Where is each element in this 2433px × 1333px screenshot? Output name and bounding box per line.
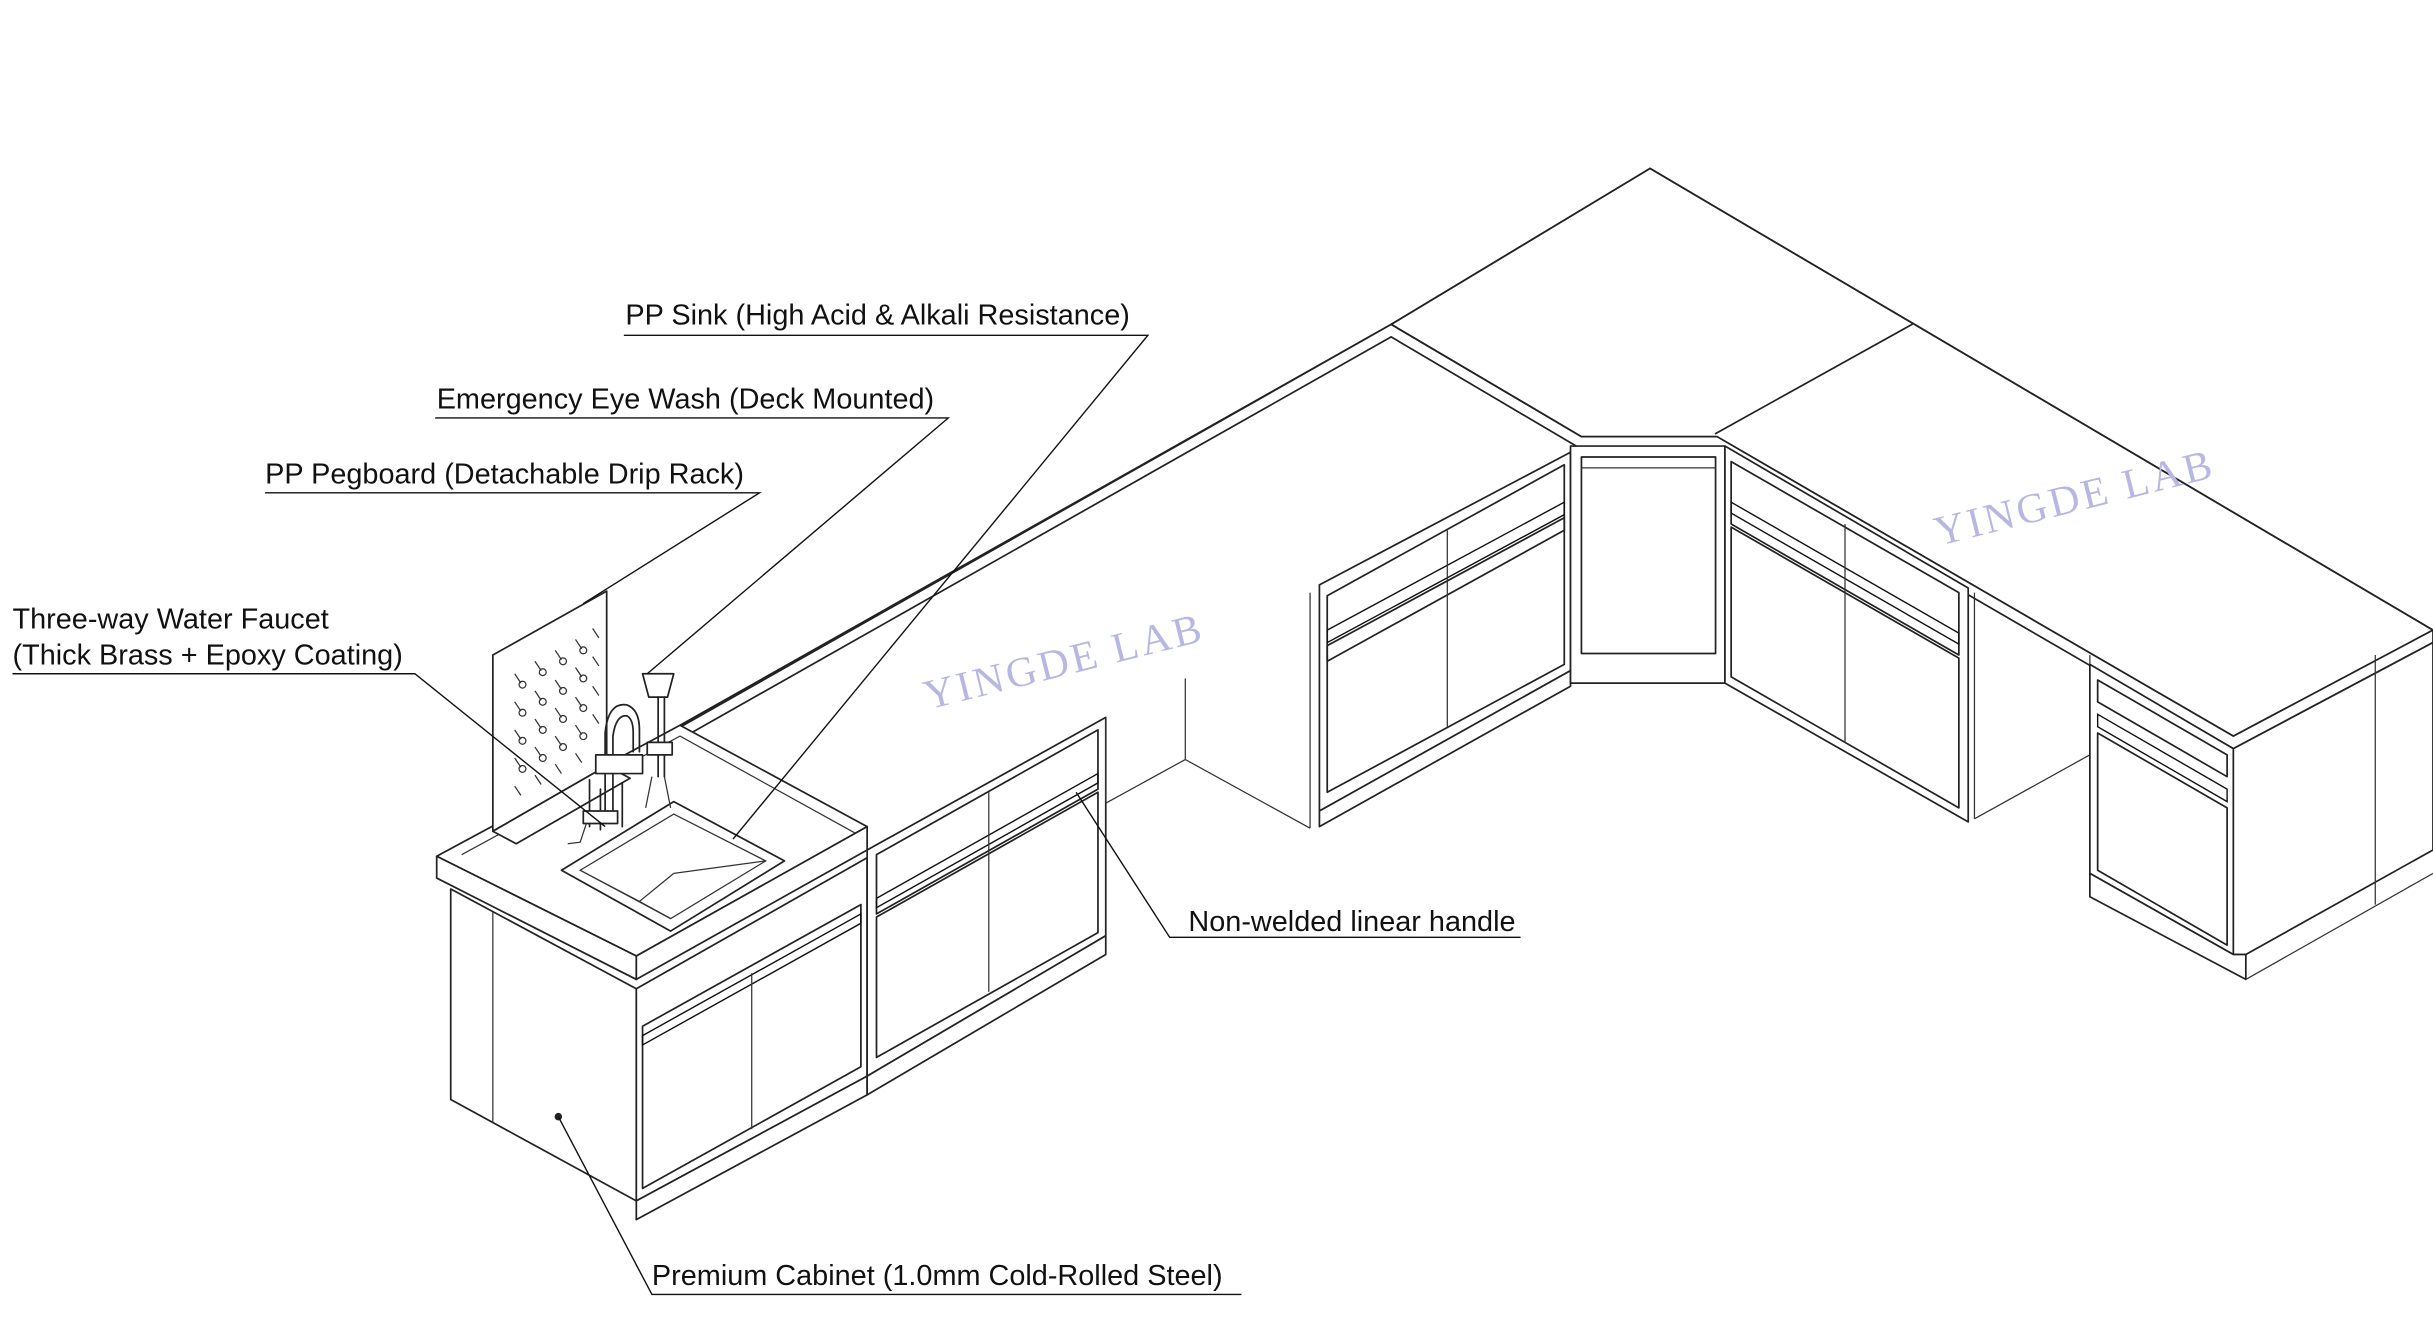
cabinet-five-door <box>2096 732 2228 946</box>
cabinet-five <box>2089 641 2433 981</box>
pegboard-base <box>491 764 631 845</box>
cabinet-five-plinth <box>2089 872 2247 981</box>
faucet-valve-body <box>594 753 644 775</box>
knee-space-right-floor <box>1974 754 2091 820</box>
corner-cabinet-front <box>1569 445 1726 684</box>
cabinet-five-linear-handle <box>2096 713 2228 803</box>
knee-space <box>1105 592 1311 829</box>
three-way-faucet <box>567 703 644 845</box>
eye-wash-leader-line <box>435 417 951 675</box>
pegboard-leader-line <box>265 492 762 605</box>
cabinet-three-linear-handle <box>1326 501 1565 644</box>
cabinet-two-drawer-band <box>875 729 1099 915</box>
cabinet-two-plinth <box>866 934 1107 1096</box>
faucet-leader-line <box>12 673 606 828</box>
sink-label: PP Sink (High Acid & Alkali Resistance) <box>625 299 1129 331</box>
faucet-gooseneck-inner <box>612 714 635 812</box>
pp-sink-basin <box>560 800 786 932</box>
corner-cabinet <box>1569 445 1726 684</box>
cabinet-four-linear-handle <box>1730 500 1960 646</box>
corner-cabinet-door <box>1580 456 1717 655</box>
cabinet-five-plinth-side <box>2245 872 2433 980</box>
pegboard-label: PP Pegboard (Detachable Drip Rack) <box>265 458 744 490</box>
knee-space-floor <box>1105 758 1186 804</box>
knee-space-floor-2 <box>1184 758 1311 829</box>
sink-cabinet <box>449 856 868 1221</box>
eye-wash-station <box>641 672 675 808</box>
sink-worktop <box>435 724 868 981</box>
cabinet-four <box>1724 445 2091 823</box>
cabinet-leader-line <box>557 1116 1242 1296</box>
faucet-label-line2: (Thick Brass + Epoxy Coating) <box>12 639 402 671</box>
countertop-seam-left <box>1390 323 1583 438</box>
eye-wash-valve <box>646 741 674 756</box>
sink-leader-line <box>623 334 1150 840</box>
handle-label: Non-welded linear handle <box>1188 906 1515 938</box>
eye-wash-bowl <box>641 672 675 698</box>
handle-leader-line <box>1075 791 1521 939</box>
cabinet-five-side <box>2232 641 2433 956</box>
watermark-left: YINGDE LAB <box>919 604 1209 719</box>
faucet-label-line1: Three-way Water Faucet <box>12 604 328 636</box>
faucet-gooseneck <box>604 703 641 812</box>
cabinet-label: Premium Cabinet (1.0mm Cold-Rolled Steel… <box>652 1260 1223 1292</box>
cabinet-three <box>1318 451 1572 828</box>
countertop-back-edge-right <box>1649 167 2433 631</box>
pegboard-pegs <box>514 628 600 796</box>
countertop-seam-right <box>1714 323 1913 435</box>
cabinet-two-doors <box>875 791 1099 1059</box>
callout-leaders <box>12 334 1521 1296</box>
cabinet-two <box>866 716 1107 1096</box>
eye-wash-base <box>645 776 672 808</box>
cabinet-two-linear-handle <box>875 772 1099 909</box>
cabinet-four-front <box>1724 445 1970 823</box>
pp-sink-bottom-edge-2 <box>673 860 766 874</box>
sink-cabinet-linear-handle <box>641 912 862 1047</box>
cabinet-four-doors <box>1730 526 1960 809</box>
eye-wash-label: Emergency Eye Wash (Deck Mounted) <box>437 384 934 416</box>
cabinet-three-doors <box>1326 516 1566 794</box>
countertop-back-edge <box>1390 167 1651 326</box>
faucet-nozzle <box>567 823 588 845</box>
cabinet-five-drawer <box>2096 679 2228 778</box>
cabinet-three-plinth <box>1318 669 1572 828</box>
pp-sink-bottom-edge <box>639 872 675 902</box>
